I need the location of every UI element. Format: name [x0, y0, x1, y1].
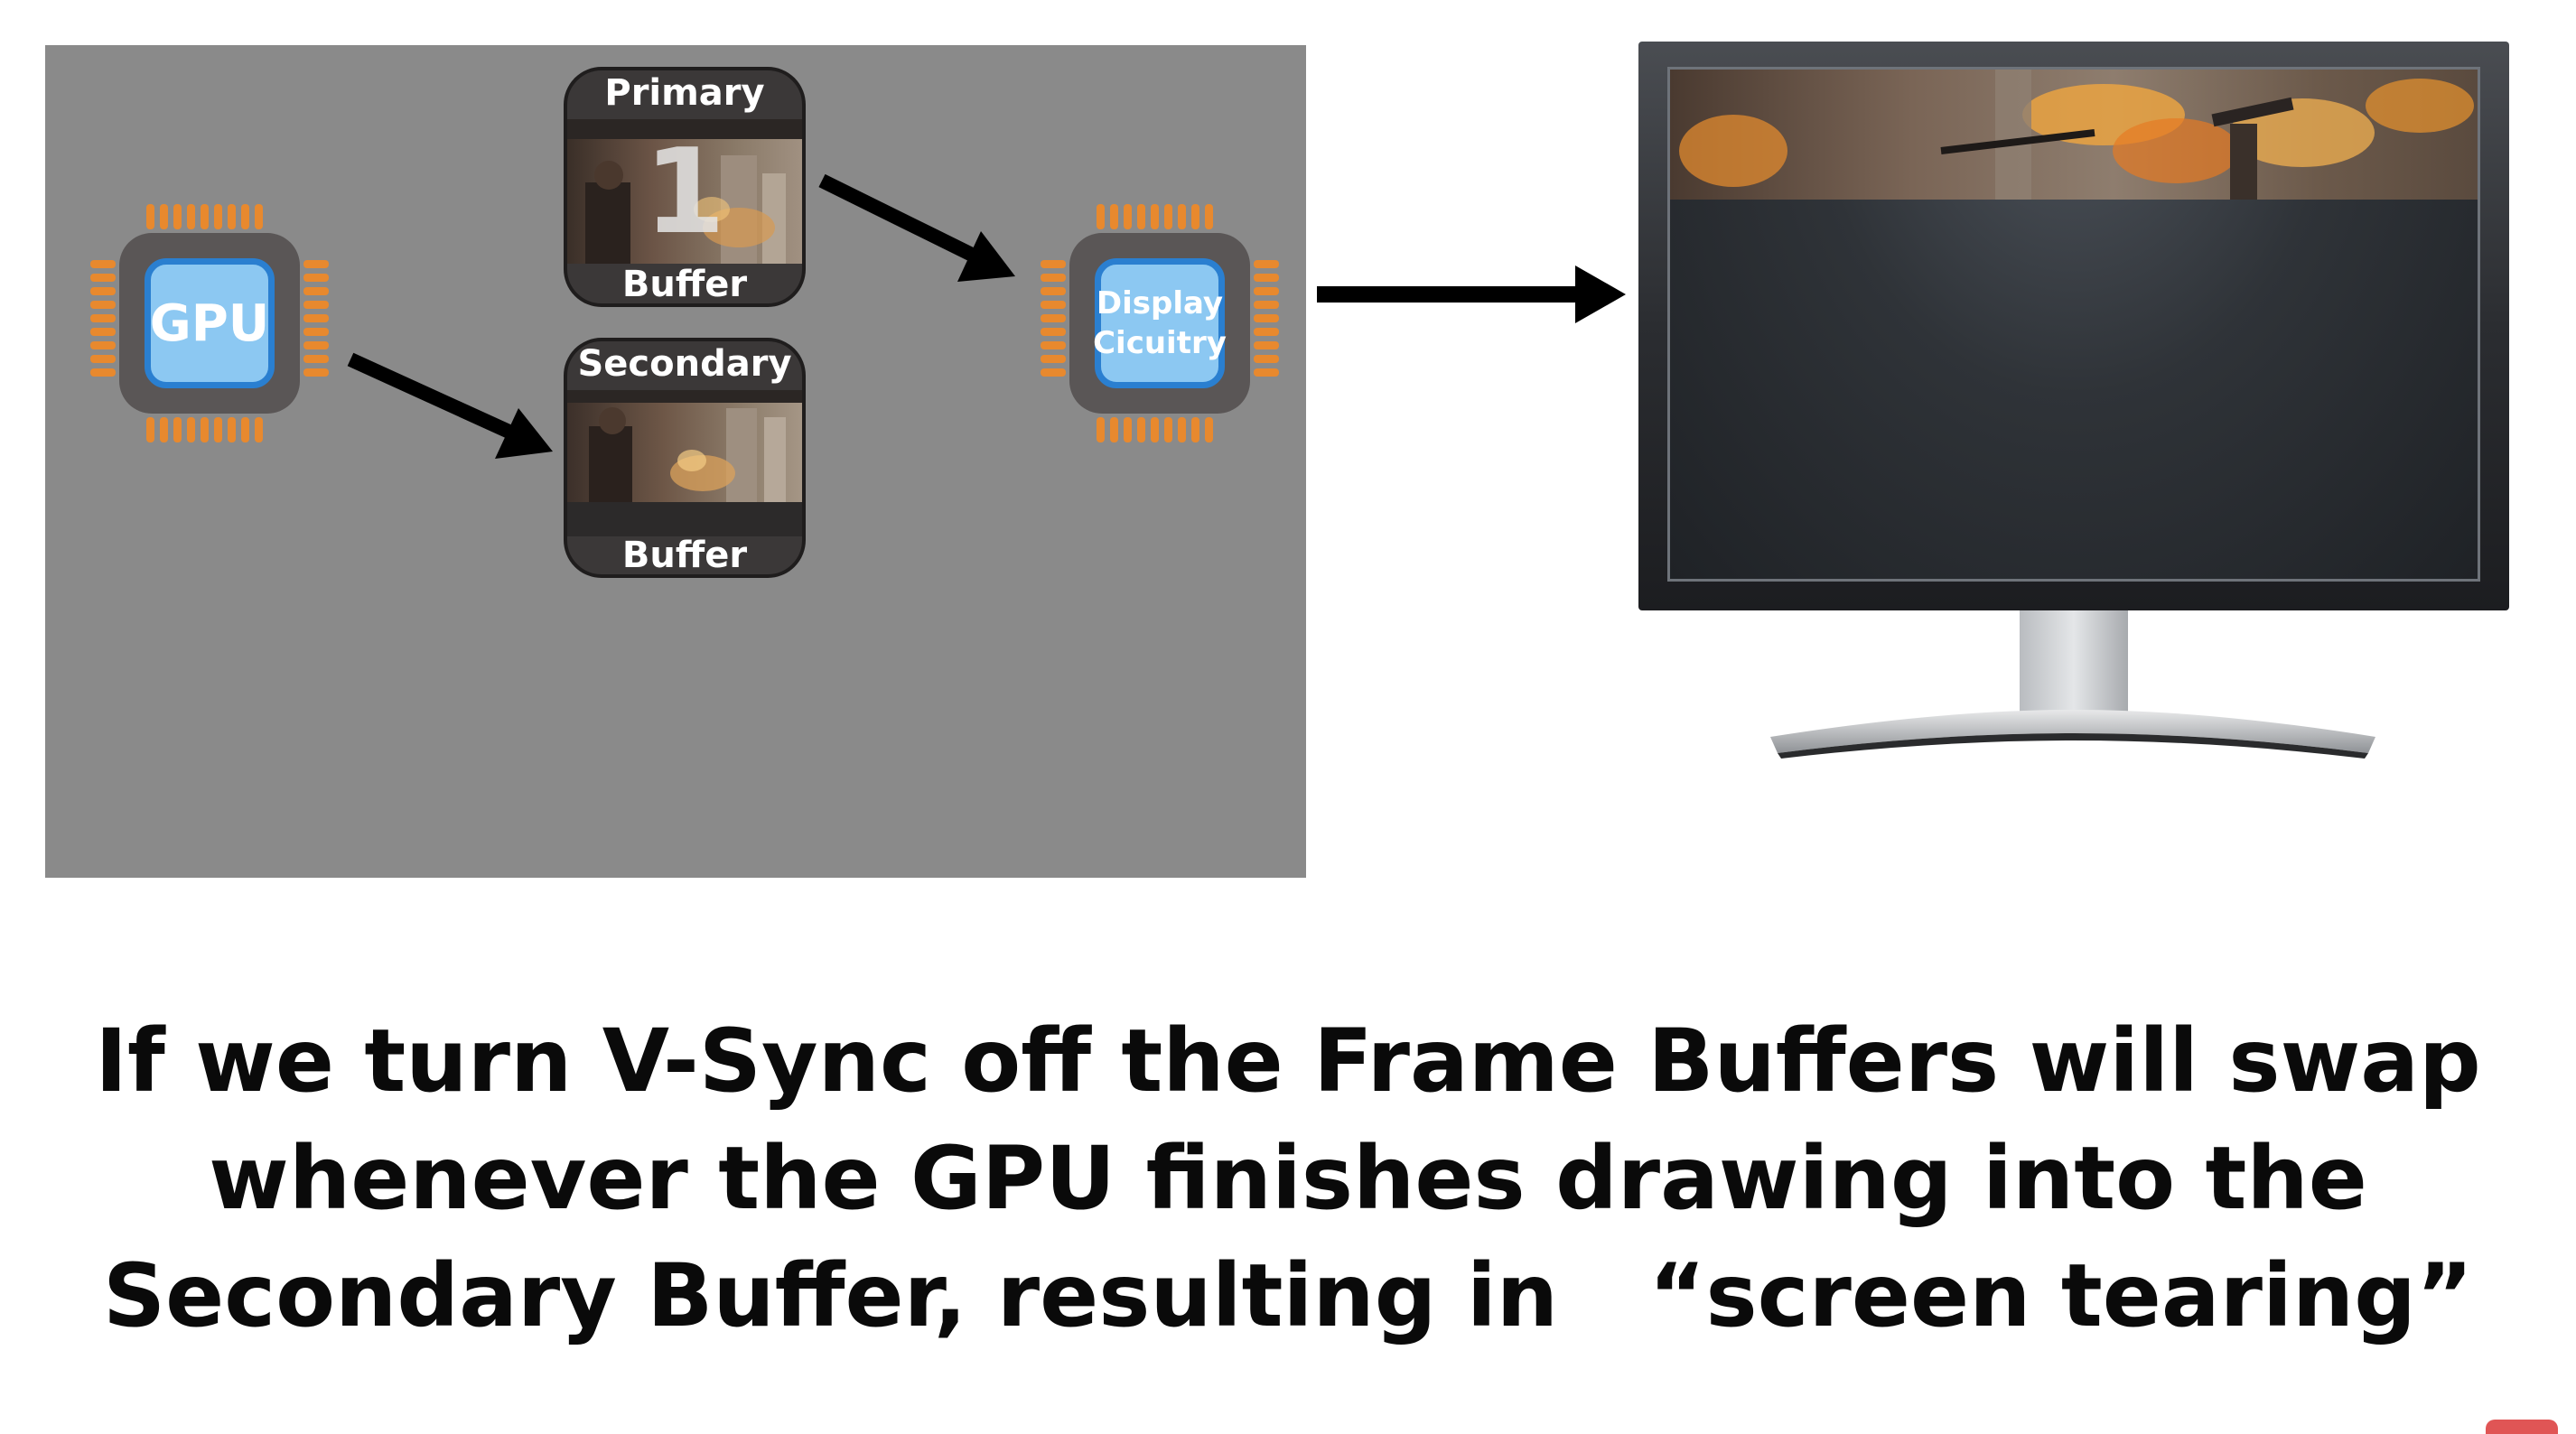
caption: If we turn V-Sync off the Frame Buffers …: [0, 1002, 2576, 1355]
gpu-chip-pins-bottom: [146, 417, 263, 442]
primary-buffer: Primary 1: [564, 67, 806, 307]
display-chip: Display Cicuitry: [1041, 204, 1279, 442]
secondary-buffer-bottom-label: Buffer: [621, 535, 748, 576]
gpu-chip-pins-top: [146, 204, 263, 229]
display-label-line2: Cicuitry: [1093, 325, 1227, 361]
caption-line1: If we turn V-Sync off the Frame Buffers …: [95, 1010, 2481, 1112]
secondary-buffer: Secondary: [564, 338, 806, 578]
display-label-line1: Display: [1096, 285, 1224, 321]
display-chip-pins-bottom: [1097, 417, 1213, 442]
arrow-display-to-monitor: [1317, 265, 1626, 323]
display-core: Display Cicuitry: [1093, 258, 1227, 388]
secondary-frame-image: [567, 390, 802, 502]
monitor-screen: [1667, 67, 2480, 582]
monitor-stand: [1770, 610, 2375, 759]
arrow-primary-to-display: [818, 173, 1015, 282]
gpu-chip-pins-left: [90, 260, 116, 377]
gpu-chip-pins-right: [303, 260, 329, 377]
gpu-core: GPU: [145, 258, 275, 388]
arrow-gpu-to-secondary: [347, 352, 553, 459]
primary-buffer-top-label: Primary: [604, 72, 765, 114]
corner-badge: [2486, 1420, 2558, 1434]
primary-buffer-bottom-label: Buffer: [621, 264, 748, 305]
primary-buffer-number: 1: [643, 123, 726, 260]
torn-frame-strip: [1670, 70, 2478, 200]
display-chip-pins-top: [1097, 204, 1213, 229]
primary-buffer-frame: 1: [567, 119, 802, 264]
primary-frame-image: [567, 119, 802, 264]
secondary-buffer-frame: [567, 390, 802, 502]
gpu-chip: GPU: [90, 204, 329, 442]
gpu-label: GPU: [149, 293, 270, 353]
secondary-buffer-top-label: Secondary: [577, 343, 792, 385]
caption-line2: whenever the GPU finishes drawing into t…: [209, 1128, 2367, 1229]
caption-line3: Secondary Buffer, resulting in “screen t…: [102, 1245, 2474, 1346]
display-chip-pins-left: [1041, 260, 1066, 377]
display-chip-pins-right: [1254, 260, 1279, 377]
secondary-buffer-empty-area: [567, 502, 802, 536]
